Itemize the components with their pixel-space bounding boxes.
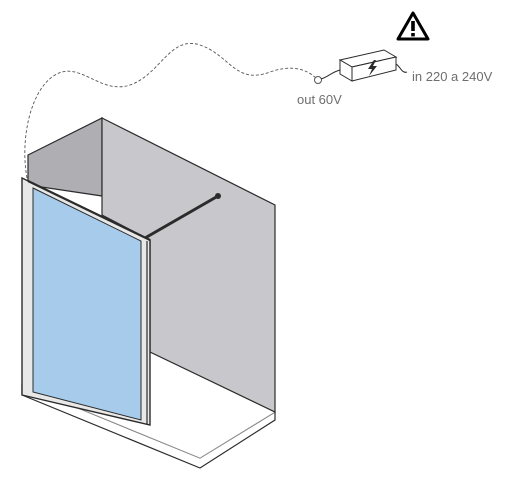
lightning-bolt-icon xyxy=(368,60,377,76)
transformer-input-cable xyxy=(395,63,408,73)
glass-top-profile xyxy=(27,180,151,241)
support-bar-bracket xyxy=(215,193,221,199)
back-wall-left xyxy=(27,117,103,197)
transformer-output-cable xyxy=(320,69,341,80)
output-connector xyxy=(314,76,322,84)
power-cable xyxy=(24,43,317,179)
support-bar xyxy=(143,194,220,240)
warning-triangle-icon xyxy=(396,11,430,41)
input-voltage-label: in 220 a 240V xyxy=(412,69,493,84)
glass-panel xyxy=(32,187,142,421)
output-voltage-label: out 60V xyxy=(297,92,342,107)
